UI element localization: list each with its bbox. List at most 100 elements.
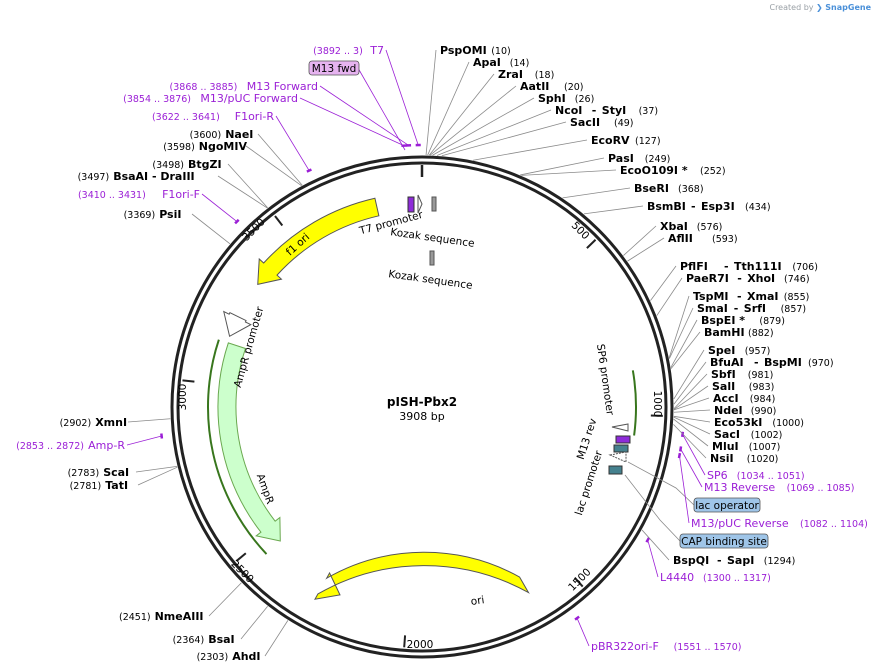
site-sacii[interactable]: SacII(49) bbox=[570, 116, 634, 129]
primer-t7[interactable]: T7(3892 .. 3) bbox=[313, 44, 384, 57]
site-name-bspmi: BspMI bbox=[764, 356, 802, 369]
site-sphi[interactable]: SphI(26) bbox=[538, 92, 594, 105]
site-naei[interactable]: NaeI(3600) bbox=[190, 128, 254, 141]
site-pspomi[interactable]: PspOMI(10) bbox=[440, 44, 511, 57]
site-name-zrai: ZraI bbox=[498, 68, 523, 81]
site-leader-pspomi bbox=[425, 49, 437, 156]
site-position: (26) bbox=[575, 94, 595, 105]
site-tati[interactable]: TatI(2781) bbox=[70, 479, 128, 492]
site-bseri[interactable]: BseRI(368) bbox=[634, 182, 704, 195]
site-leader-bsaai-draiii bbox=[217, 175, 268, 209]
site-spei[interactable]: SpeI(957) bbox=[708, 344, 770, 357]
primer-m13-puc-reverse[interactable]: M13/pUC Reverse (1082 .. 1104) bbox=[691, 517, 868, 530]
site-paer7i-xhoi[interactable]: PaeR7I-XhoI(746) bbox=[686, 272, 810, 285]
site-position: (981) bbox=[748, 370, 774, 381]
site-position: (1007) bbox=[749, 442, 781, 453]
site-ahdi[interactable]: AhdI(2303) bbox=[197, 650, 261, 663]
credit-brand: SnapGene bbox=[825, 3, 871, 12]
site-position: (593) bbox=[712, 234, 738, 245]
site-leader-apai bbox=[427, 61, 470, 156]
primer-amp-r[interactable]: Amp-R(2853 .. 2872) bbox=[16, 439, 125, 452]
primer-f1ori-f[interactable]: F1ori-F(3410 .. 3431) bbox=[78, 188, 200, 201]
site-leader-btgzi bbox=[227, 163, 268, 209]
site-nsii[interactable]: NsiI(1020) bbox=[710, 452, 778, 465]
site-leader-bsmbi-esp3i bbox=[583, 205, 644, 215]
site-xbai[interactable]: XbaI(576) bbox=[660, 220, 722, 233]
site-leader-aatii bbox=[429, 85, 517, 156]
site-eco53ki[interactable]: Eco53kI(1000) bbox=[714, 416, 804, 429]
tick-label-3000: 3000 bbox=[177, 384, 189, 411]
site-ecoo109i[interactable]: EcoO109I *(252) bbox=[620, 164, 726, 177]
site-saci[interactable]: SacI(1002) bbox=[714, 428, 782, 441]
site-pflfi-tth111i[interactable]: PflFI-Tth111I(706) bbox=[680, 260, 818, 273]
site-ecorv[interactable]: EcoRV(127) bbox=[591, 134, 661, 147]
primer-range: (3892 .. 3) bbox=[313, 46, 363, 57]
primer-name: M13/pUC Reverse bbox=[691, 517, 789, 530]
feature-group bbox=[160, 143, 685, 621]
site-leader-bspqi-sapi bbox=[641, 529, 670, 561]
site-aatii[interactable]: AatII(20) bbox=[520, 80, 584, 93]
site-btgzi[interactable]: BtgZI(3498) bbox=[152, 158, 221, 171]
tick-label-2000: 2000 bbox=[407, 639, 434, 651]
lac-promoter-glyph bbox=[608, 451, 627, 463]
site-nmeaiii[interactable]: NmeAIII(2451) bbox=[119, 610, 204, 623]
site-separator: - bbox=[737, 272, 742, 285]
primer-name: M13/pUC Forward bbox=[200, 92, 298, 105]
site-bfuai-bspmi[interactable]: BfuAI-BspMI(970) bbox=[710, 356, 834, 369]
site-leader-ecorv bbox=[473, 139, 588, 161]
plasmid-size: 3908 bp bbox=[399, 410, 444, 423]
primer-m13-reverse[interactable]: M13 Reverse(1069 .. 1085) bbox=[704, 481, 854, 494]
leader-group bbox=[126, 49, 711, 657]
site-leader-psii bbox=[191, 213, 231, 245]
site-xmni[interactable]: XmnI(2902) bbox=[60, 416, 127, 429]
primer-m13-puc-forward[interactable]: M13/pUC Forward(3854 .. 3876) bbox=[123, 92, 298, 105]
site-bsmbi-esp3i[interactable]: BsmBI-Esp3I(434) bbox=[647, 200, 771, 213]
cap-binding-site-label: CAP binding site bbox=[681, 536, 767, 548]
site-bspqi-sapi[interactable]: BspQI-SapI(1294) bbox=[673, 554, 795, 567]
lac-operator-leader bbox=[627, 461, 695, 506]
primer-leader-m13-puc-reverse bbox=[679, 455, 690, 524]
site-bsai[interactable]: BsaI(2364) bbox=[173, 633, 235, 646]
site-name-pasi: PasI bbox=[608, 152, 634, 165]
site-pasi[interactable]: PasI (249) bbox=[608, 152, 670, 165]
site-position: (3369) bbox=[124, 210, 156, 221]
primer-range: (2853 .. 2872) bbox=[16, 441, 84, 452]
site-aflii[interactable]: AflII(593) bbox=[668, 232, 738, 245]
site-zrai[interactable]: ZraI(18) bbox=[498, 68, 554, 81]
primer-m13-forward[interactable]: M13 Forward(3868 .. 3885) bbox=[170, 80, 318, 93]
site-scai[interactable]: ScaI(2783) bbox=[68, 466, 130, 479]
site-bspei[interactable]: BspEI *(879) bbox=[701, 314, 785, 327]
primer-range: (1082 .. 1104) bbox=[800, 519, 868, 530]
site-position: (249) bbox=[645, 154, 671, 165]
primer-pbr322ori-f[interactable]: pBR322ori-F(1551 .. 1570) bbox=[591, 640, 741, 653]
site-position: (10) bbox=[491, 46, 511, 57]
site-leader-ngomiv bbox=[245, 145, 302, 186]
lac-operator-box bbox=[693, 497, 761, 513]
site-ncoi-styi[interactable]: NcoI-StyI(37) bbox=[555, 104, 658, 117]
site-leader-paer7i-xhoi bbox=[656, 277, 683, 316]
site-leader-tspmi-xmai bbox=[668, 295, 690, 359]
site-acci[interactable]: AccI(984) bbox=[713, 392, 775, 405]
site-tspmi-xmai[interactable]: TspMI-XmaI(855) bbox=[693, 290, 809, 303]
site-smai-srfi[interactable]: SmaI-SrfI(857) bbox=[697, 302, 806, 315]
primer-f1ori-r[interactable]: F1ori-R(3622 .. 3641) bbox=[152, 110, 274, 123]
site-ndei[interactable]: NdeI(990) bbox=[714, 404, 776, 417]
site-sbfi[interactable]: SbfI(981) bbox=[711, 368, 773, 381]
site-bsaai-draiii[interactable]: BsaAI - DraIII(3497) bbox=[78, 170, 195, 183]
site-leader-smai-srfi bbox=[668, 307, 694, 359]
m13-fwd-box bbox=[308, 60, 360, 76]
snapgene-logo-icon: ❯ bbox=[816, 3, 823, 12]
site-mlui[interactable]: MluI(1007) bbox=[712, 440, 780, 453]
primer-sp6[interactable]: SP6(1034 .. 1051) bbox=[707, 469, 805, 482]
site-name-btgzi: BtgZI bbox=[188, 158, 222, 171]
site-psii[interactable]: PsiI(3369) bbox=[124, 208, 182, 221]
site-name-ncoi: NcoI bbox=[555, 104, 582, 117]
site-bamhi[interactable]: BamHI(882) bbox=[704, 326, 774, 339]
site-sali[interactable]: SalI(983) bbox=[712, 380, 774, 393]
tick-mark-2000 bbox=[403, 635, 407, 648]
site-ngomiv[interactable]: NgoMIV(3598) bbox=[163, 140, 247, 153]
site-name-tati: TatI bbox=[105, 479, 128, 492]
site-apai[interactable]: ApaI(14) bbox=[473, 56, 529, 69]
primer-l4440[interactable]: L4440(1300 .. 1317) bbox=[660, 571, 771, 584]
site-name-xhoi: XhoI bbox=[747, 272, 775, 285]
